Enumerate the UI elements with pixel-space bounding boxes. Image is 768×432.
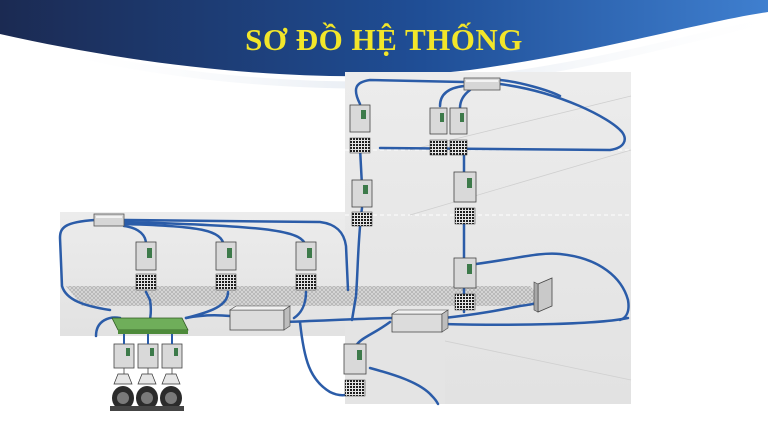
- server-rack-icon: [453, 171, 477, 225]
- industrial-panel-icon: [533, 277, 553, 313]
- motor-drive-group: [110, 334, 184, 411]
- motor-icon: [110, 373, 136, 411]
- server-rack-icon: [295, 241, 317, 291]
- server-rack-icon: [343, 343, 367, 397]
- motor-icon: [134, 373, 160, 411]
- drive-unit: [137, 343, 159, 369]
- server-rack-icon: [215, 241, 237, 291]
- server-rack-icon: [349, 104, 371, 154]
- banner-swoosh: [40, 18, 768, 89]
- server-rack-icon: [351, 179, 373, 227]
- plc-module-icon: [391, 309, 449, 333]
- drive-unit: [161, 343, 183, 369]
- network-switch-icon: [463, 77, 501, 91]
- header-banner: [0, 0, 768, 89]
- server-rack-icon: [135, 241, 157, 291]
- drive-unit: [113, 343, 135, 369]
- server-rack-icon: [453, 257, 477, 311]
- server-rack-icon: [429, 107, 448, 156]
- plc-module-icon: [229, 305, 291, 331]
- server-rack-icon: [449, 107, 468, 156]
- slide-title: SƠ ĐỒ HỆ THỐNG: [245, 22, 523, 57]
- motor-icon: [158, 373, 184, 411]
- network-switch-icon: [93, 213, 125, 227]
- banner-shape: [0, 0, 768, 77]
- network-switch-icon: [111, 317, 189, 334]
